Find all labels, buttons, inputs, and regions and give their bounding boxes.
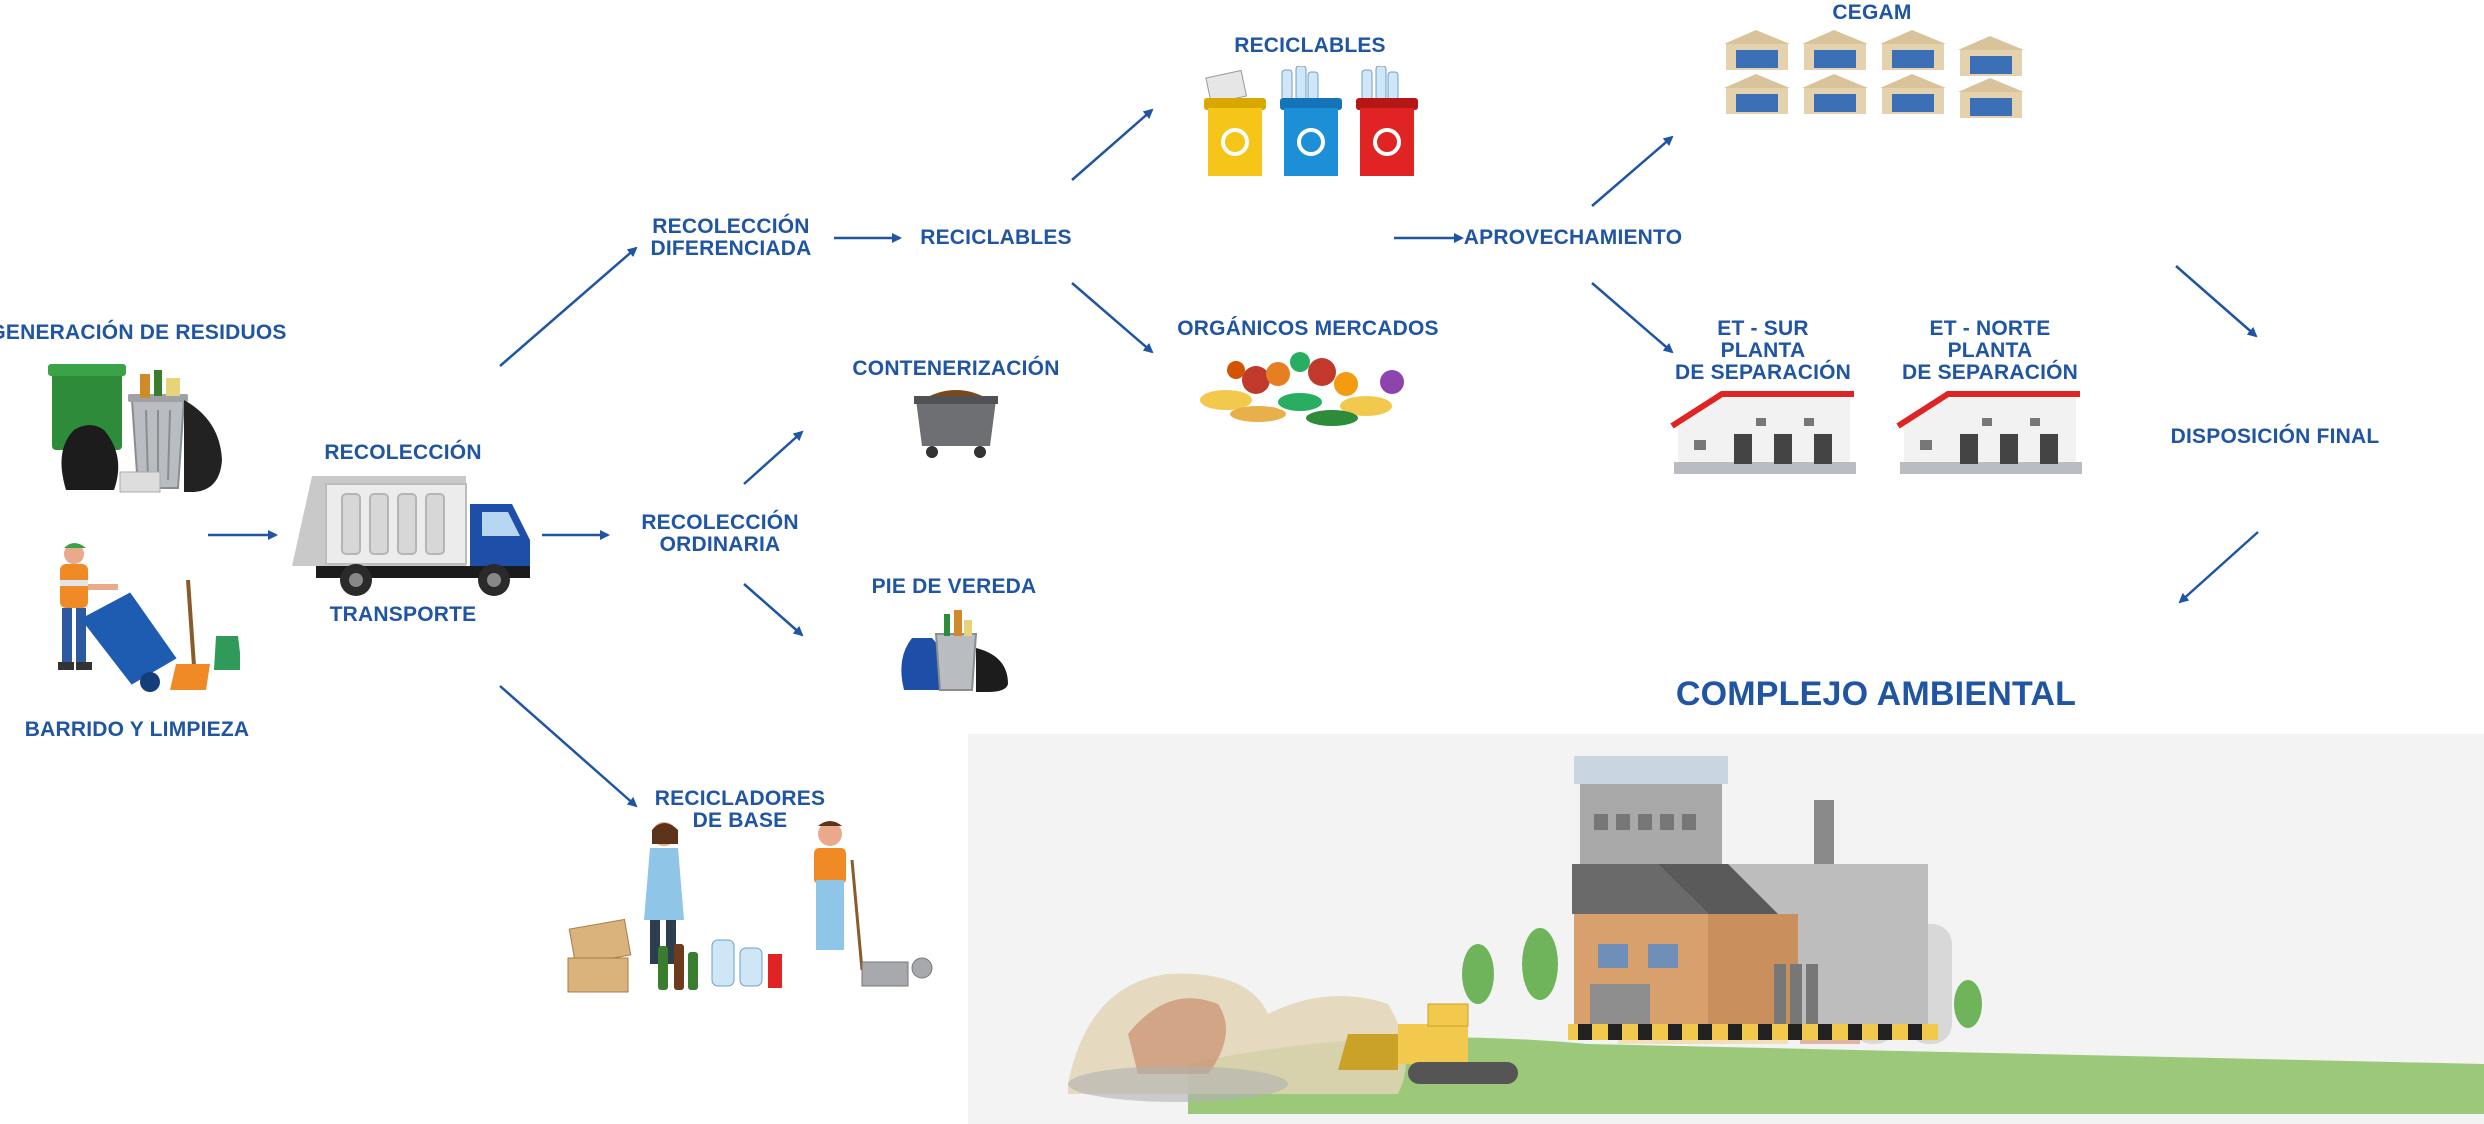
waste-bins-icon [48, 364, 222, 493]
arrow-transporte-to-recicladores [499, 685, 638, 808]
recoleccion-ordinaria-label: RECOLECCIÓN ORDINARIA [641, 511, 799, 556]
warehouse-icon [1724, 30, 2024, 118]
transporte-label: TRANSPORTE [329, 603, 477, 626]
arrow-ordinaria-to-contenerizacion [743, 430, 804, 485]
organicos-label: ORGÁNICOS MERCADOS [1177, 317, 1439, 340]
arrow-ordinaria-to-pie-vereda [743, 583, 804, 637]
cegam-label: CEGAM [1832, 1, 1912, 24]
complejo-title: COMPLEJO AMBIENTAL [1675, 675, 2077, 713]
arrow-reciclables-to-top [1071, 108, 1154, 181]
et-norte-label: ET - NORTE PLANTA DE SEPARACIÓN [1901, 317, 2079, 384]
arrow-aprovechamiento-to-et [1591, 282, 1674, 354]
arrow-recoleccion-to-diferenciada [499, 246, 638, 367]
recycling-bins-icon [1204, 66, 1418, 176]
arrow-disposicion-to-complejo [2178, 531, 2259, 604]
aprovechamiento-label: APROVECHAMIENTO [1463, 226, 1683, 249]
street-sweeper-icon [58, 543, 240, 692]
separation-plant-icon [1896, 391, 2082, 474]
dumpster-icon [914, 390, 998, 458]
reciclables-mid-label: RECICLABLES [920, 226, 1072, 249]
disposicion-label: DISPOSICIÓN FINAL [2170, 425, 2380, 448]
et-sur-label: ET - SUR PLANTA DE SEPARACIÓN [1674, 317, 1852, 384]
recoleccion-label: RECOLECCIÓN [324, 441, 482, 464]
recoleccion-diferenciada-label: RECOLECCIÓN DIFERENCIADA [650, 215, 812, 260]
industrial-complex-icon [968, 734, 2484, 1124]
arrow-aprovechamiento-to-cegam [1591, 135, 1674, 207]
recyclers-people-icon [567, 821, 933, 993]
curbside-trash-icon [901, 610, 1008, 692]
reciclables-top-label: RECICLABLES [1234, 34, 1386, 57]
garbage-truck-icon [292, 476, 530, 596]
generacion-label: GENERACIÓN DE RESIDUOS [0, 321, 287, 344]
barrido-label: BARRIDO Y LIMPIEZA [24, 718, 250, 741]
contenerizacion-label: CONTENERIZACIÓN [852, 357, 1060, 380]
recicladores-base-label: RECICLADORES DE BASE [654, 787, 826, 832]
arrow-reciclables-to-organicos [1071, 282, 1154, 354]
separation-plant-icon [1670, 391, 1856, 474]
organic-produce-icon [1200, 352, 1404, 426]
pie-vereda-label: PIE DE VEREDA [871, 575, 1037, 598]
arrow-to-disposicion [2175, 265, 2258, 338]
